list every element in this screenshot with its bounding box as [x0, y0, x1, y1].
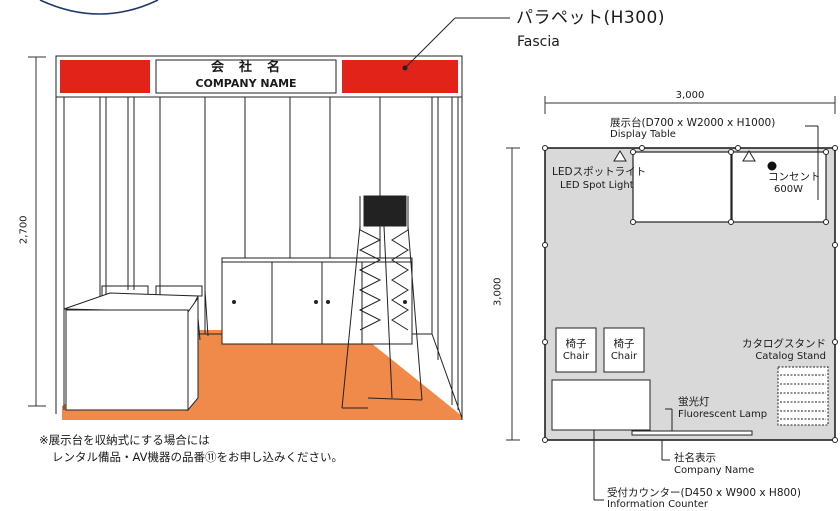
- counter-label-en: Information Counter: [607, 499, 709, 510]
- cabinet-knobs: [232, 300, 407, 304]
- plan-width-dimension: [544, 96, 836, 114]
- chair2-label-jp: 椅子: [613, 338, 635, 350]
- outlet-label-jp: コンセント: [768, 171, 821, 183]
- plan-depth-dimension: [506, 147, 520, 441]
- lamp-label-jp: 蛍光灯: [678, 396, 710, 408]
- company-name-en: COMPANY NAME: [195, 77, 297, 90]
- height-dimension-line: [28, 56, 46, 407]
- counter-label-jp: 受付カウンター(D450 x W900 x H800): [607, 487, 801, 499]
- plan-catalog-stand: [777, 366, 829, 426]
- height-dimension-label: 2,700: [18, 215, 30, 245]
- display-table-label-jp: 展示台(D700 x W2000 x H1000): [610, 117, 776, 129]
- display-table-leader: [805, 125, 819, 200]
- note-line-1: ※展示台を収納式にする場合には: [39, 433, 210, 447]
- plan-posts: [542, 145, 838, 443]
- plan-lamp: [631, 430, 753, 436]
- company-label-en: Company Name: [674, 465, 755, 476]
- badge-arc: [39, 0, 159, 15]
- fascia-band: [55, 55, 463, 98]
- name-leader: [661, 440, 670, 461]
- catalog-stand: [341, 195, 423, 409]
- display-table-label-en: Display Table: [610, 129, 676, 140]
- chair2-label-en: Chair: [610, 351, 638, 362]
- fascia-label-en: Fascia: [517, 34, 560, 50]
- chair1-label-jp: 椅子: [565, 338, 587, 350]
- lamp-leader: [665, 408, 673, 431]
- fascia-leader: [404, 17, 510, 69]
- outlet-icon: [767, 161, 777, 171]
- note-line-2: レンタル備品・AV機器の品番⑪をお申し込みください。: [52, 450, 343, 464]
- spotlight-icons: [613, 150, 756, 162]
- fascia-label-jp: パラペット(H300): [516, 8, 665, 28]
- right-side-wall: [431, 97, 463, 420]
- plan-width-label: 3,000: [675, 90, 705, 101]
- company-label-jp: 社名表示: [674, 452, 716, 464]
- spotlight-label-jp: LEDスポットライト: [552, 166, 647, 178]
- catalog-label-en: Catalog Stand: [755, 351, 826, 362]
- outlet-label-en: 600W: [774, 184, 803, 195]
- catalog-label-jp: カタログスタンド: [742, 338, 826, 350]
- display-tables: [632, 151, 827, 223]
- plan-counter: [551, 379, 651, 431]
- spotlight-label-en: LED Spot Light: [560, 180, 634, 191]
- company-name-jp: 会 社 名: [210, 60, 281, 75]
- left-side-wall: [55, 97, 161, 414]
- chair1-label-en: Chair: [562, 351, 590, 362]
- lamp-label-en: Fluorescent Lamp: [678, 409, 768, 420]
- plan-depth-label: 3,000: [492, 277, 504, 307]
- counter-leader: [593, 430, 604, 501]
- plan-chairs: [555, 327, 645, 373]
- information-counter: [63, 292, 199, 412]
